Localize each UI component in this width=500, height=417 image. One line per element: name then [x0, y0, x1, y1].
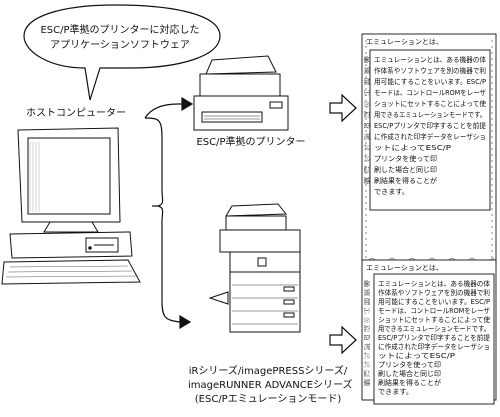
page-text-back-top: ショッ: [364, 100, 370, 108]
arrow-bottom-icon: [329, 325, 357, 355]
page-text-front-bottom: 作体系やソフトウェアを別の機器で利: [378, 288, 490, 297]
page-text-back-bottom: モード: [364, 307, 370, 315]
page-text-back-top: に作成: [364, 132, 370, 141]
device-label-line1: iRシリーズ/imagePRESSシリーズ/: [188, 366, 348, 377]
page-text-back-bottom: ESC/P: [364, 334, 370, 342]
page-text-back-top: 刷した: [364, 166, 370, 174]
host-computer-icon: [1, 127, 141, 285]
page-text-back-bottom: 法体系: [364, 288, 370, 297]
page-text-front-bottom: 用可能にすることをいいます。ESC/P: [378, 297, 490, 306]
page-text-front-top: ESC/Pプリンタで印字することを前提: [374, 121, 486, 130]
page-text-back-top: 用可能: [364, 77, 370, 86]
page-text-front-bottom: できます。: [378, 388, 413, 396]
page-text-back-bottom: 用でき: [364, 325, 370, 333]
page-text-back-top: 用でき: [364, 111, 370, 119]
output-pages-bottom: [361, 259, 497, 405]
page-text-front-top: できます。: [374, 188, 409, 196]
page-text-back-top: ESC/P: [364, 122, 370, 130]
page-text-front-top: 刷結果を得ることが: [374, 176, 437, 185]
page-text-front-bottom: 用できるエミュレーションモードです。: [378, 325, 490, 333]
page-text-back-top: モード: [364, 89, 370, 97]
arrow-top-icon: [329, 93, 357, 123]
page-text-front-bottom: ショットにセットすることによって使: [378, 315, 490, 324]
page-text-back-bottom: 刷した: [364, 370, 370, 378]
output-pages-top: [361, 33, 497, 265]
page-text-front-top: モードは、コントロールROMをレーザ: [374, 89, 486, 97]
page-text-front-bottom: 刷結果を得ることが: [378, 378, 441, 387]
page-text-front-top: 刷した場合と同じ印: [374, 165, 437, 174]
device-label-line2: imageRUNNER ADVANCEシリーズ: [188, 380, 353, 391]
page-text-back-bottom: プリン: [364, 361, 370, 369]
page-text-front-top: 作体系やソフトウェアを別の機器で利: [374, 66, 486, 75]
page-text-front-top: エミュレーションとは、ある機器の体: [374, 55, 486, 64]
page-text-front-bottom: プリンタを使って印: [378, 360, 441, 369]
page-text-back-top: 法体系: [364, 66, 370, 75]
bubble-text-line1: ESC/P準拠のプリンターに対応した: [40, 25, 200, 36]
page-text-back-bottom: 機器の: [364, 279, 370, 288]
page-text-back-top: 刷結果: [364, 176, 370, 185]
bubble-text-line2: アプリケーションソフトウェア: [50, 40, 190, 51]
escp-printer-label: ESC/P準拠のプリンター: [196, 137, 306, 148]
page-text-back-bottom: に作成: [364, 342, 370, 351]
page-text-back-bottom: ショッ: [364, 316, 370, 324]
page-text-front-top: 用可能にすることをいいます。ESC/P: [374, 77, 486, 86]
page-text-front-top: 用できるエミュレーションモードです。: [374, 111, 486, 119]
page-text-front-bottom: に作成された印字データをレーザショ: [378, 342, 490, 351]
page-text-front-top: ットによってESC/P: [374, 144, 451, 152]
page-text-front-bottom: ESC/Pプリンタで印字することを前提: [378, 333, 490, 342]
page-text-back-bottom: 刷結果: [364, 378, 370, 387]
page-text-back-bottom: エミュレーションとは、: [366, 264, 443, 272]
page-text-front-bottom: 刷した場合と同じ印: [378, 369, 441, 378]
page-text-front-top: プリンタを使って印: [374, 154, 437, 163]
page-text-back-top: プリン: [364, 155, 370, 163]
page-text-front-top: に作成された印字データをレーザショ: [374, 132, 486, 141]
page-text-back-bottom: プリン: [364, 352, 370, 360]
host-computer-label: ホストコンピューター: [26, 108, 126, 119]
escp-printer-icon: [193, 55, 289, 131]
device-label-line3: (ESC/Pエミュレーションモード): [194, 394, 342, 405]
speech-bubble: [23, 4, 221, 101]
ir-copier-icon: [208, 203, 301, 333]
page-text-back-bottom: 用可能: [364, 297, 370, 306]
page-text-front-top: ショットにセットすることによって使: [374, 99, 486, 108]
branch-connector: [144, 96, 194, 330]
page-text-back-top: プリン: [364, 144, 370, 152]
page-text-front-bottom: ットによってESC/P: [378, 352, 455, 360]
page-text-front-bottom: モードは、コントロールROMをレーザ: [378, 307, 490, 315]
page-text-back-top: 機器の: [364, 55, 370, 64]
page-text-back-top: エミュレーションとは、: [366, 38, 443, 46]
page-text-front-bottom: エミュレーションとは、ある機器の体: [378, 279, 490, 288]
